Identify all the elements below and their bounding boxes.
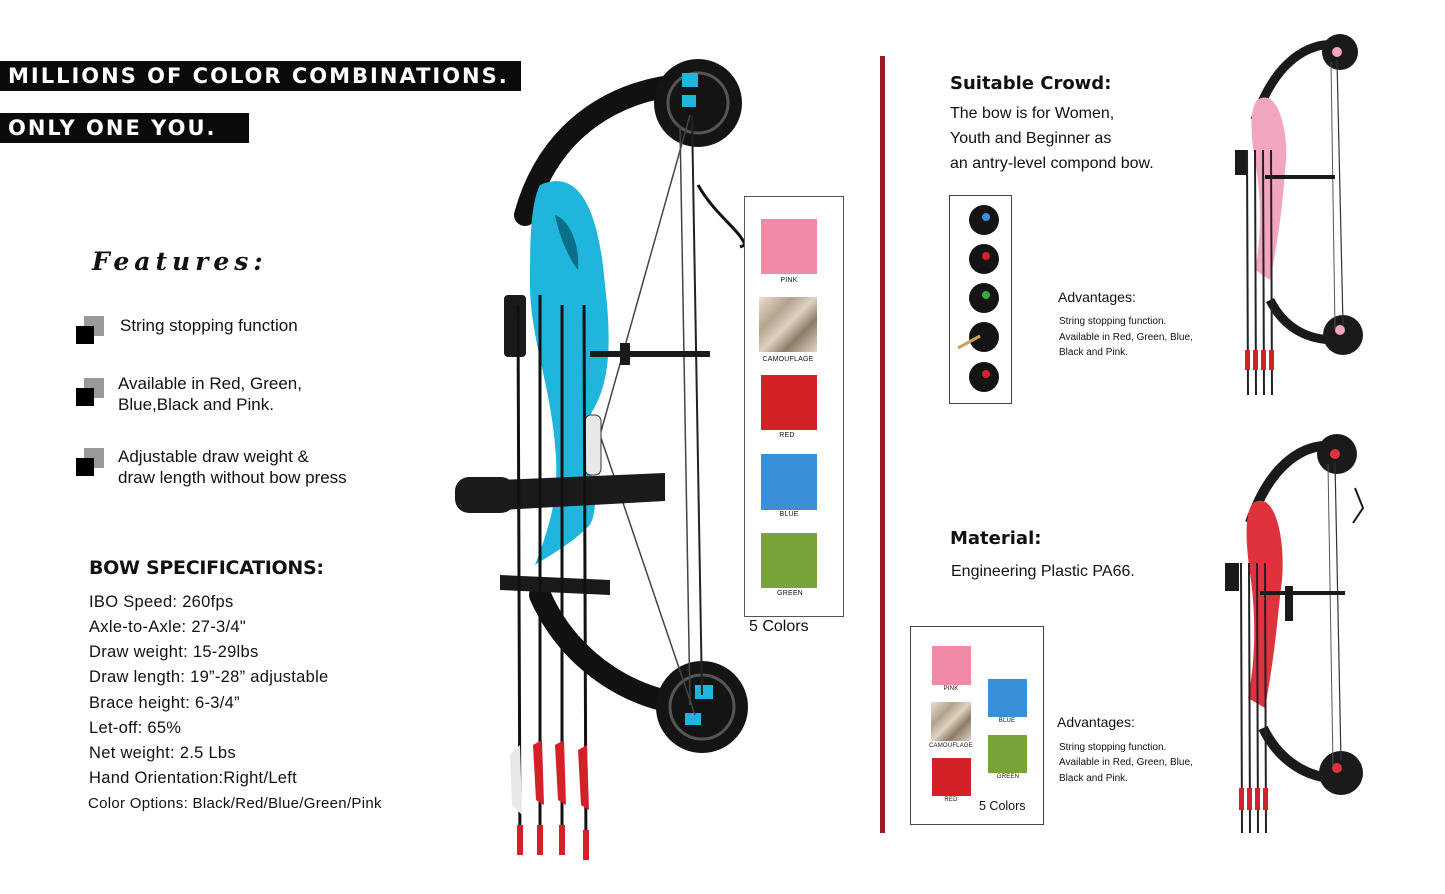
blue-compound-bow-image bbox=[455, 59, 748, 861]
spec-line: Color Options: Black/Red/Blue/Green/Pink bbox=[88, 795, 382, 812]
swatch-label: GREEN bbox=[996, 774, 1020, 780]
vertical-divider bbox=[880, 56, 885, 833]
feature-item: Adjustable draw weight & draw length wit… bbox=[76, 446, 406, 496]
bullet-square-icon bbox=[76, 316, 106, 346]
swatch-blue bbox=[761, 454, 817, 510]
advantages-title: Advantages: bbox=[1057, 714, 1135, 730]
feature-item: Available in Red, Green, Blue,Black and … bbox=[76, 373, 406, 423]
swatch-label: PINK bbox=[943, 686, 959, 692]
bullet-square-icon bbox=[76, 448, 106, 478]
material-text: Engineering Plastic PA66. bbox=[951, 563, 1135, 580]
spec-line: Draw weight: 15-29lbs bbox=[89, 643, 259, 661]
small-panel-caption: 5 Colors bbox=[979, 799, 1026, 813]
specs-title: BOW SPECIFICATIONS: bbox=[89, 557, 324, 579]
cam-variants-image bbox=[957, 205, 999, 392]
advantages-title: Advantages: bbox=[1058, 289, 1136, 305]
feature-text: Available in Red, Green, bbox=[118, 374, 302, 393]
spec-line: Hand Orientation:Right/Left bbox=[89, 769, 298, 787]
swatch-red bbox=[932, 758, 971, 796]
pink-compound-bow-image bbox=[1235, 34, 1363, 396]
spec-line: Brace height: 6-3/4” bbox=[89, 694, 240, 712]
color-options-panel: PINK CAMOUFLAGE RED BLUE GREEN bbox=[744, 196, 844, 617]
spec-line: Draw length: 19”-28” adjustable bbox=[89, 668, 329, 686]
advantages-line: String stopping function. bbox=[1059, 316, 1167, 327]
advantages-line: Black and Pink. bbox=[1059, 347, 1128, 358]
swatch-label: RED bbox=[944, 797, 958, 803]
suitable-crowd-line: Youth and Beginner as bbox=[950, 130, 1112, 147]
spec-line: Net weight: 2.5 Lbs bbox=[89, 744, 236, 762]
small-color-panel: PINK CAMOUFLAGE RED BLUE GREEN 5 Colors bbox=[910, 626, 1044, 825]
banner-line-2: ONLY ONE YOU. bbox=[0, 113, 249, 143]
material-title: Material: bbox=[950, 528, 1042, 549]
advantages-line: Available in Red, Green, Blue, bbox=[1059, 757, 1193, 768]
spec-line: Let-off: 65% bbox=[89, 719, 182, 737]
features-title: Features: bbox=[92, 247, 268, 276]
swatch-green bbox=[761, 533, 817, 588]
feature-text: String stopping function bbox=[120, 316, 298, 335]
spec-line: IBO Speed: 260fps bbox=[89, 593, 234, 611]
swatch-blue bbox=[988, 679, 1027, 717]
spec-line: Axle-to-Axle: 27-3/4" bbox=[89, 618, 247, 636]
swatch-label: BLUE bbox=[779, 511, 799, 518]
suitable-crowd-line: The bow is for Women, bbox=[950, 105, 1115, 122]
swatch-red bbox=[761, 375, 817, 430]
swatch-label: RED bbox=[779, 432, 795, 439]
suitable-crowd-line: an antry-level compond bow. bbox=[950, 155, 1154, 172]
swatch-camouflage bbox=[759, 297, 817, 352]
swatch-label: PINK bbox=[780, 277, 798, 284]
swatch-label: GREEN bbox=[777, 590, 803, 597]
bullet-square-icon bbox=[76, 378, 106, 408]
banner-line-1: MILLIONS OF COLOR COMBINATIONS. bbox=[0, 61, 521, 91]
feature-item: String stopping function bbox=[76, 315, 406, 355]
swatch-label: CAMOUFLAGE bbox=[762, 356, 814, 363]
swatch-pink bbox=[761, 219, 817, 274]
feature-text: Blue,Black and Pink. bbox=[118, 395, 274, 414]
swatch-camouflage bbox=[931, 702, 971, 741]
feature-text: Adjustable draw weight & bbox=[118, 447, 309, 466]
swatch-pink bbox=[932, 646, 971, 685]
advantages-line: String stopping function. bbox=[1059, 742, 1167, 753]
swatch-green bbox=[988, 735, 1027, 773]
red-compound-bow-image bbox=[1225, 434, 1365, 834]
feature-text: draw length without bow press bbox=[118, 468, 347, 487]
advantages-line: Available in Red, Green, Blue, bbox=[1059, 332, 1193, 343]
cam-colors-thumbnail bbox=[949, 195, 1012, 404]
swatch-label: CAMOUFLAGE bbox=[928, 743, 973, 749]
advantages-line: Black and Pink. bbox=[1059, 773, 1128, 784]
swatch-label: BLUE bbox=[998, 718, 1016, 724]
color-panel-caption: 5 Colors bbox=[749, 618, 809, 635]
suitable-crowd-title: Suitable Crowd: bbox=[950, 73, 1112, 94]
